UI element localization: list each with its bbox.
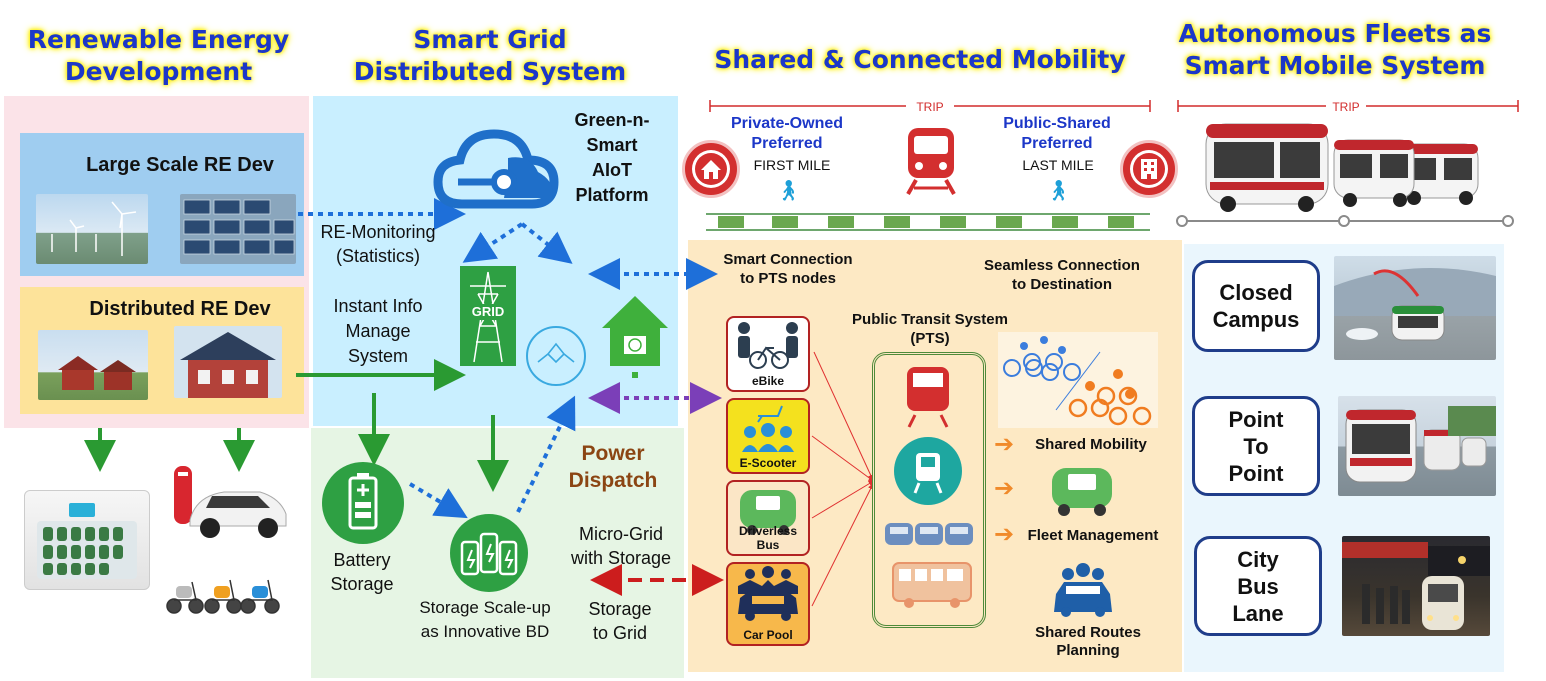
mode-driverless-bus: Driverless Bus — [726, 480, 810, 556]
mode-car-pool: Car Pool — [726, 562, 810, 646]
arrow-icon: ➔ — [994, 430, 1015, 458]
header-autonomous: Autonomous Fleets as Smart Mobile System — [1178, 19, 1492, 80]
mode-label: eBike — [751, 374, 785, 388]
autonomous-shuttles — [1200, 118, 1490, 212]
shared-routes-label: Shared Routes Planning — [1035, 624, 1141, 659]
rural-house-photo — [38, 330, 148, 400]
walking-person-icon: 🚶︎ — [776, 178, 802, 202]
cloud-icon — [433, 128, 559, 212]
smart-connection-label: Smart Connection to PTS nodes — [723, 251, 853, 287]
point-to-point-box: Point To Point — [1192, 396, 1320, 496]
mode-escooter: E-Scooter — [726, 398, 810, 474]
pts-label: Public Transit System (PTS) — [852, 311, 1008, 347]
arrow-icon: ➔ — [994, 520, 1015, 548]
grid-label: GRID — [471, 304, 505, 319]
driverless-bus-icon — [1046, 462, 1118, 520]
wind-farm-photo — [36, 194, 148, 264]
aiot-platform-label: Green-n- Smart AIoT Platform — [574, 110, 650, 205]
header-smart-grid: Smart Grid Distributed System — [353, 25, 627, 86]
arrow-icon: ➔ — [994, 474, 1015, 502]
header-mobility: Shared & Connected Mobility — [714, 45, 1126, 74]
closed-campus-box: Closed Campus — [1192, 260, 1320, 352]
fleet-management-label: Fleet Management — [1027, 527, 1159, 544]
battery-storage-icon — [322, 462, 404, 544]
mode-ebike: eBike — [726, 316, 810, 392]
instant-info-label: Instant Info Manage System — [333, 296, 423, 366]
trip-label: TRIP — [906, 100, 954, 114]
distributed-label: Distributed RE Dev — [89, 298, 271, 320]
mode-label: E-Scooter — [739, 456, 797, 470]
use-case-label: Closed Campus — [1212, 280, 1300, 332]
campus-shuttle-photo — [1334, 256, 1496, 360]
autonomous-trip-label: TRIP — [1326, 100, 1366, 114]
shared-routes-icon — [1048, 560, 1118, 618]
smart-home-icon — [596, 290, 674, 380]
private-owned-label: Private-Owned Preferred — [730, 115, 844, 152]
mode-label: Car Pool — [743, 628, 793, 642]
storage-scaleup-label: Storage Scale-up as Innovative BD — [419, 598, 551, 641]
shared-mobility-label: Shared Mobility — [1035, 436, 1147, 453]
seamless-connection-label: Seamless Connection to Destination — [984, 257, 1140, 293]
storage-to-grid-label: Storage to Grid — [588, 599, 652, 643]
header-renewable: Renewable Energy Development — [27, 25, 290, 86]
network-node-icon — [526, 326, 586, 386]
home-origin-icon — [682, 140, 740, 198]
walking-person-icon-2: 🚶︎ — [1046, 178, 1072, 202]
micro-grid-label: Micro-Grid with Storage — [570, 524, 672, 568]
public-shared-label: Public-Shared Preferred — [1003, 115, 1111, 152]
power-dispatch-label: Power Dispatch — [568, 442, 658, 492]
train-icon — [904, 124, 958, 196]
large-scale-label: Large Scale RE Dev — [86, 154, 274, 176]
first-mile-label: FIRST MILE — [753, 157, 831, 173]
use-case-label: City Bus Lane — [1232, 546, 1284, 626]
storage-scaleup-icon — [450, 514, 528, 592]
night-bus-lane-photo — [1342, 536, 1490, 636]
ev-charging-car — [160, 462, 290, 542]
building-destination-icon — [1120, 140, 1178, 198]
electric-scooters — [162, 560, 286, 616]
re-monitoring-label: RE-Monitoring (Statistics) — [320, 222, 436, 266]
battery-swap-station — [24, 490, 150, 590]
city-bus-lane-box: City Bus Lane — [1194, 536, 1322, 636]
pts-container — [872, 352, 986, 628]
shared-bikes-icon — [998, 332, 1158, 428]
battery-storage-label: Battery Storage — [330, 550, 394, 594]
street-shuttle-photo — [1338, 396, 1496, 496]
use-case-label: Point To Point — [1228, 406, 1284, 486]
solar-farm-photo — [180, 194, 296, 264]
rooftop-solar-photo — [174, 326, 282, 398]
grid-tower-icon: GRID — [460, 266, 516, 366]
mode-label: Driverless Bus — [738, 524, 798, 552]
last-mile-label: LAST MILE — [1022, 157, 1094, 173]
